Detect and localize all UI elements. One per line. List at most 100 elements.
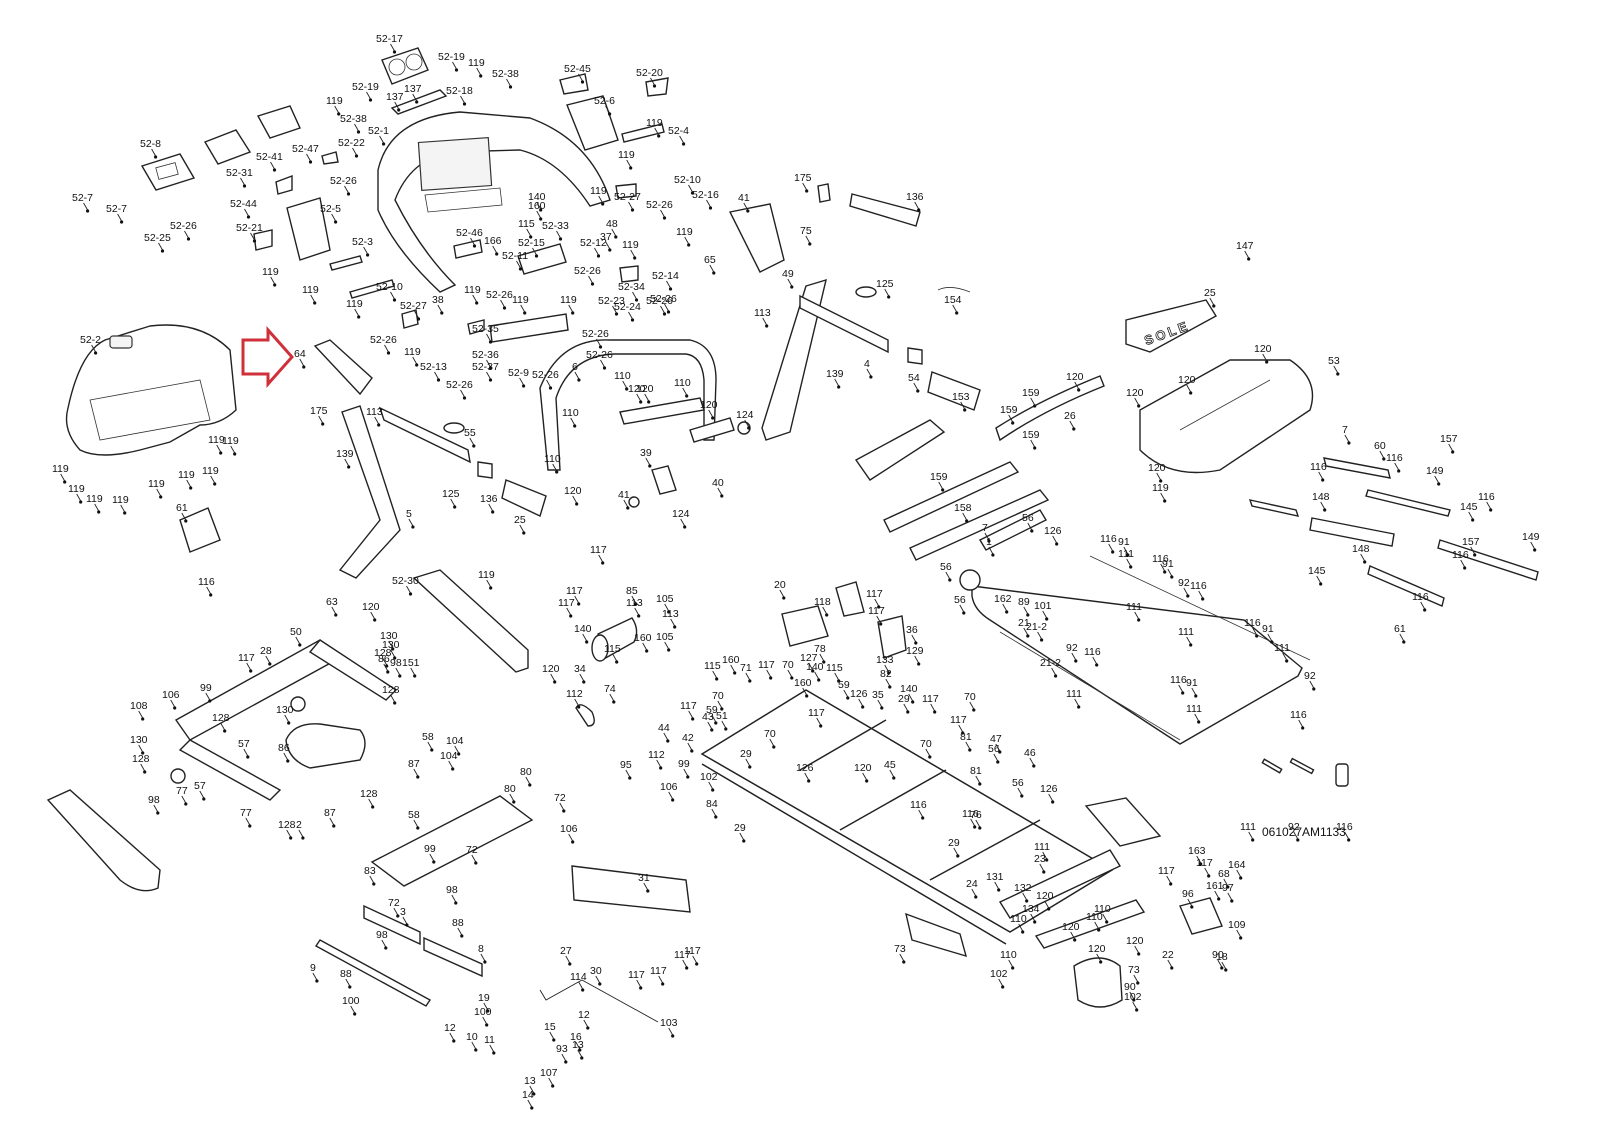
part-label-52-41: 52-41 (256, 151, 283, 163)
leader-line (427, 741, 433, 750)
bracket-52-21 (253, 229, 273, 251)
part-label-52-37: 52-37 (472, 361, 499, 373)
leader-line (1420, 601, 1426, 610)
part-label-117: 117 (922, 693, 939, 705)
fastener-dot (657, 134, 661, 138)
leader-line (1096, 953, 1102, 962)
part-label-16: 16 (570, 1031, 582, 1043)
console-assembly (140, 47, 669, 343)
part-label-7: 7 (1342, 424, 1348, 436)
fastener-dot (337, 112, 341, 116)
part-label-111: 111 (1126, 601, 1142, 613)
fastener-dot (673, 625, 677, 629)
part-label-30: 30 (590, 965, 602, 977)
leader-line (908, 693, 914, 702)
part-label-117: 117 (758, 659, 775, 671)
part-label-153: 153 (952, 391, 970, 403)
fastener-dot (79, 500, 83, 504)
fastener-dot (457, 752, 461, 756)
leader-line (1074, 698, 1080, 707)
fastener-dot (782, 596, 786, 600)
part-label-52-11: 52-11 (502, 250, 528, 262)
uprights-handrails (313, 183, 981, 579)
fastener-dot (223, 729, 227, 733)
leader-line (1123, 546, 1129, 555)
leader-line (611, 228, 617, 237)
keypad-52-3 (329, 255, 363, 271)
fastener-dot (962, 611, 966, 615)
leader-line (779, 589, 785, 598)
fastener-dot (1533, 548, 1537, 552)
part-label-52-13: 52-13 (420, 361, 447, 373)
fastener-dot (1097, 928, 1101, 932)
deck-belt (959, 509, 1311, 745)
part-label-111: 111 (1178, 626, 1194, 638)
leader-line (1027, 522, 1033, 531)
leader-line (688, 184, 693, 193)
part-label-91: 91 (1162, 558, 1174, 570)
fastener-dot (1137, 618, 1141, 622)
strap-154 (849, 193, 921, 227)
fastener-dot (1105, 920, 1109, 924)
fastener-dot (462, 396, 467, 400)
leader-line (889, 769, 895, 778)
leader-line (384, 344, 389, 353)
part-label-52-20: 52-20 (636, 67, 663, 79)
fastener-dot (667, 610, 671, 614)
fastener-dot (1190, 905, 1194, 909)
clip-52-27 (615, 183, 637, 199)
fastener-dot (143, 770, 147, 774)
part-label-11: 11 (484, 1034, 495, 1046)
leader-line (642, 642, 648, 651)
fastener-dot (805, 694, 809, 698)
fastener-dot (1186, 594, 1190, 598)
part-label-159: 159 (1022, 387, 1040, 399)
leader-line (91, 344, 96, 353)
leader-line (448, 760, 454, 769)
part-label-93: 93 (556, 1043, 568, 1055)
leader-line (712, 670, 718, 679)
part-label-117: 117 (674, 949, 691, 961)
belt-24 (971, 585, 1303, 745)
fastener-dot (720, 494, 724, 498)
part-label-86: 86 (378, 653, 390, 665)
leader-line (885, 678, 891, 687)
fastener-dot (491, 510, 495, 514)
leader-line (971, 888, 977, 897)
part-label-119: 119 (464, 284, 481, 296)
fastener-dot (602, 366, 607, 370)
part-label-52-26: 52-26 (370, 334, 397, 346)
part-label-119: 119 (326, 95, 343, 107)
fastener-dot (392, 298, 397, 302)
fastener-dot (1301, 726, 1305, 730)
fastener-dot (585, 640, 589, 644)
leader-line (284, 714, 290, 723)
frame-cross-c (929, 819, 1041, 881)
fastener-dot (553, 680, 557, 684)
part-label-76: 76 (970, 809, 982, 821)
fastener-dot (1111, 550, 1115, 554)
motor-hood-group: SOLE (854, 299, 1314, 561)
fastener-dot (1054, 674, 1058, 678)
part-label-90: 90 (1124, 981, 1136, 993)
part-label-52-26: 52-26 (446, 379, 473, 391)
part-label-110: 110 (1094, 903, 1111, 915)
leader-line (918, 809, 924, 818)
part-label-119: 119 (512, 294, 529, 306)
leader-line (199, 790, 205, 799)
part-label-117: 117 (868, 605, 885, 617)
cover-63 (412, 569, 529, 673)
leader-line (1298, 719, 1304, 728)
leader-line (1530, 541, 1536, 550)
fastener-dot (1137, 952, 1141, 956)
fastener-dot (1451, 450, 1455, 454)
leader-line (450, 498, 456, 507)
fastener-dot (1011, 421, 1015, 425)
fastener-dot (667, 648, 671, 652)
part-label-175: 175 (794, 172, 812, 184)
leader-line (866, 368, 872, 377)
keypad-52-9 (489, 313, 569, 343)
fastener-dot (1199, 862, 1203, 866)
leader-line (1029, 757, 1035, 766)
